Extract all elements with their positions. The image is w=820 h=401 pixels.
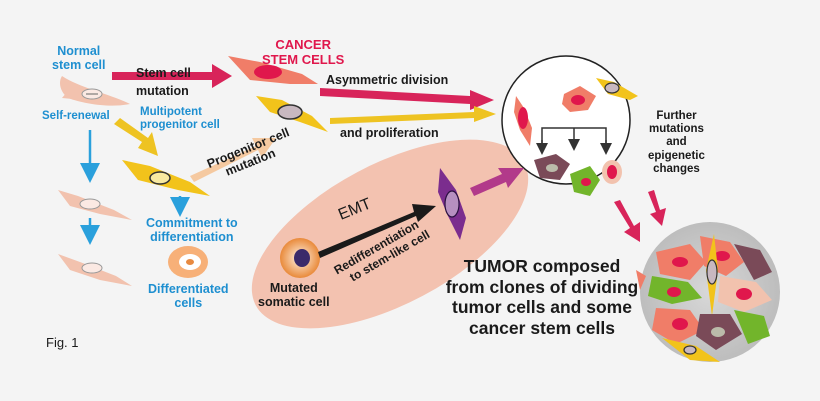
- mutated-somatic-cell-label: Mutated somatic cell: [258, 281, 330, 310]
- to-progenitor-arrow: [114, 118, 158, 156]
- cancer-stem-cell-yellow: [256, 96, 328, 132]
- progenitor-mutation-arrow: [190, 138, 276, 182]
- fig-label: Fig. 1: [46, 335, 79, 350]
- proliferation-arrow: [330, 106, 496, 124]
- asymmetric-division-arrow: [320, 88, 494, 110]
- commitment-label: Commitment to differentiation: [146, 216, 238, 245]
- multipotent-progenitor-label: Multipotent progenitor cell: [140, 106, 220, 132]
- tumor-caption: TUMOR composed from clones of dividing t…: [445, 256, 639, 338]
- to-division-arrow: [470, 168, 524, 196]
- progenitor-cell: [122, 160, 210, 196]
- cancer-stem-cells-label: CANCER STEM CELLS: [262, 37, 345, 67]
- further-mutations-label: Further mutations and epigenetic changes: [648, 110, 705, 175]
- self-renewal-label: Self-renewal: [42, 110, 110, 122]
- emt-region: [251, 139, 529, 329]
- asymmetric-division-label: Asymmetric division: [326, 73, 449, 87]
- normal-cell: [58, 254, 132, 286]
- cancer-stem-cell: [228, 56, 318, 84]
- normal-cell: [58, 190, 132, 220]
- mutated-somatic-cell: [280, 238, 320, 278]
- to-tumor-arrow: [614, 200, 640, 242]
- normal-stem-cell: [60, 76, 130, 106]
- stem-cell-mutation-arrow: [112, 64, 232, 88]
- stem-cell-mutation-label: Stem cell mutation: [136, 66, 191, 99]
- to-tumor-arrow-2: [648, 190, 666, 226]
- and-proliferation-label: and proliferation: [340, 126, 439, 140]
- differentiated-cells-label: Differentiated cells: [148, 282, 229, 311]
- normal-stem-cell-label: Normal stem cell: [52, 44, 106, 73]
- stem-like-cell: [438, 168, 466, 240]
- tumor-mass: [636, 222, 780, 362]
- division-circle: [501, 55, 638, 196]
- emt-arrow: [318, 204, 436, 258]
- differentiated-cell: [168, 246, 208, 278]
